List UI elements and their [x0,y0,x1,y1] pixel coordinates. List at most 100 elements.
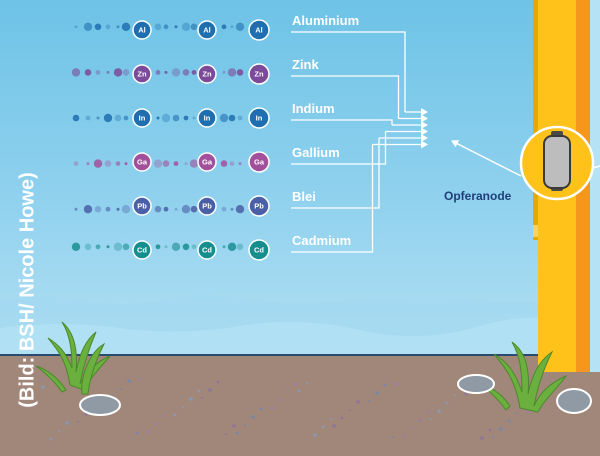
ion-particle [163,206,169,212]
ion-particle [174,207,178,211]
ion-particle [113,242,123,251]
ion-particle [113,68,123,77]
ion-particle [104,160,112,167]
sediment-particle [526,410,530,414]
ion-badge [132,240,152,260]
ion-particle [161,113,171,123]
ion-particle [222,70,226,74]
sediment-particle [278,398,282,402]
ion-badge-symbol: In [204,114,211,123]
ion-particle [174,25,178,29]
sediment-particle [332,424,336,428]
sediment-particle [259,407,263,411]
ion-badge [248,195,270,217]
connector-line [291,144,374,253]
ion-particle [84,69,92,76]
sediment-particle [135,431,139,435]
sediment-particle [349,409,351,411]
sediment-particle [232,424,236,428]
sediment-particle [251,415,255,419]
pillar-edge [590,0,600,372]
sediment-particle [445,401,449,405]
pillar-shadow [533,0,538,240]
ion-particle [74,25,78,29]
ion-particle [189,159,199,168]
ion-particle [184,162,188,166]
ion-badge [132,64,152,84]
ion-badge [197,20,217,40]
sediment-particle [507,419,511,423]
sediment-particle [294,382,298,386]
sediment-particle [356,400,360,404]
ion-particle [115,161,121,167]
sediment-particle [464,392,468,396]
sediment-particle [65,421,69,425]
ion-particle [164,245,168,249]
anode-label: Opferanode [444,189,512,203]
sediment-particle [394,382,398,386]
sediment-particle [120,388,122,390]
metal-label-pb: Blei [292,189,316,204]
ion-badge-symbol: Cd [254,246,264,255]
ion-badge-symbol: In [139,114,146,123]
ion-particle [85,115,91,121]
ion-particle [155,70,161,75]
ion-badge-symbol: In [256,114,263,123]
ion-particle [116,25,120,29]
ion-badge-symbol: Al [138,26,146,35]
ion-badge-symbol: Al [255,26,263,35]
sediment-particle [383,383,387,387]
ion-particle [237,115,243,121]
ion-particle [181,205,191,214]
sediment-particle [163,415,165,417]
metal-connector-arrows [291,31,428,253]
connector-line [291,31,406,112]
connector-line [291,75,400,119]
ion-particle [121,205,131,214]
ion-particle [181,22,191,31]
metal-row-in: In In In [72,107,270,129]
sediment-particle [480,436,484,440]
ion-badge-symbol: Pb [137,202,147,211]
sediment-particle [208,388,212,392]
water-background [0,0,600,356]
sediment-particle [437,409,441,413]
sediment-particle [139,379,141,381]
sediment-particle [189,397,193,401]
ion-badge [197,108,217,128]
connector-line [291,138,380,209]
ion-particle [229,161,235,167]
ion-badge [132,108,152,128]
ion-particle [155,244,161,250]
ion-badge [248,151,270,173]
ion-badge [132,196,152,216]
ion-particle [190,205,198,213]
sediment-particle [58,430,60,432]
sediment-particle [201,397,203,399]
ion-badge [248,107,270,129]
ion-badge-symbol: Al [203,26,211,35]
sediment-particle [287,391,289,393]
sediment-particle [216,380,220,384]
ion-badge [197,196,217,216]
ion-badge [248,63,270,85]
ion-badge-symbol: Zn [137,70,147,79]
ion-particle [71,68,81,77]
ion-particle [222,245,226,249]
ion-particle [71,242,81,251]
sediment-particle [340,416,344,420]
ion-particle [124,162,128,166]
ion-particle [182,243,190,251]
ion-badge-symbol: Zn [202,70,212,79]
metal-label-al: Aluminium [292,13,360,28]
ion-particle [106,70,110,74]
ion-particle [173,161,179,167]
sediment-particle [41,385,45,389]
metal-label-zn: Zink [292,57,319,72]
sediment-particle [411,427,413,429]
ion-badge-symbol: Cd [137,246,147,255]
